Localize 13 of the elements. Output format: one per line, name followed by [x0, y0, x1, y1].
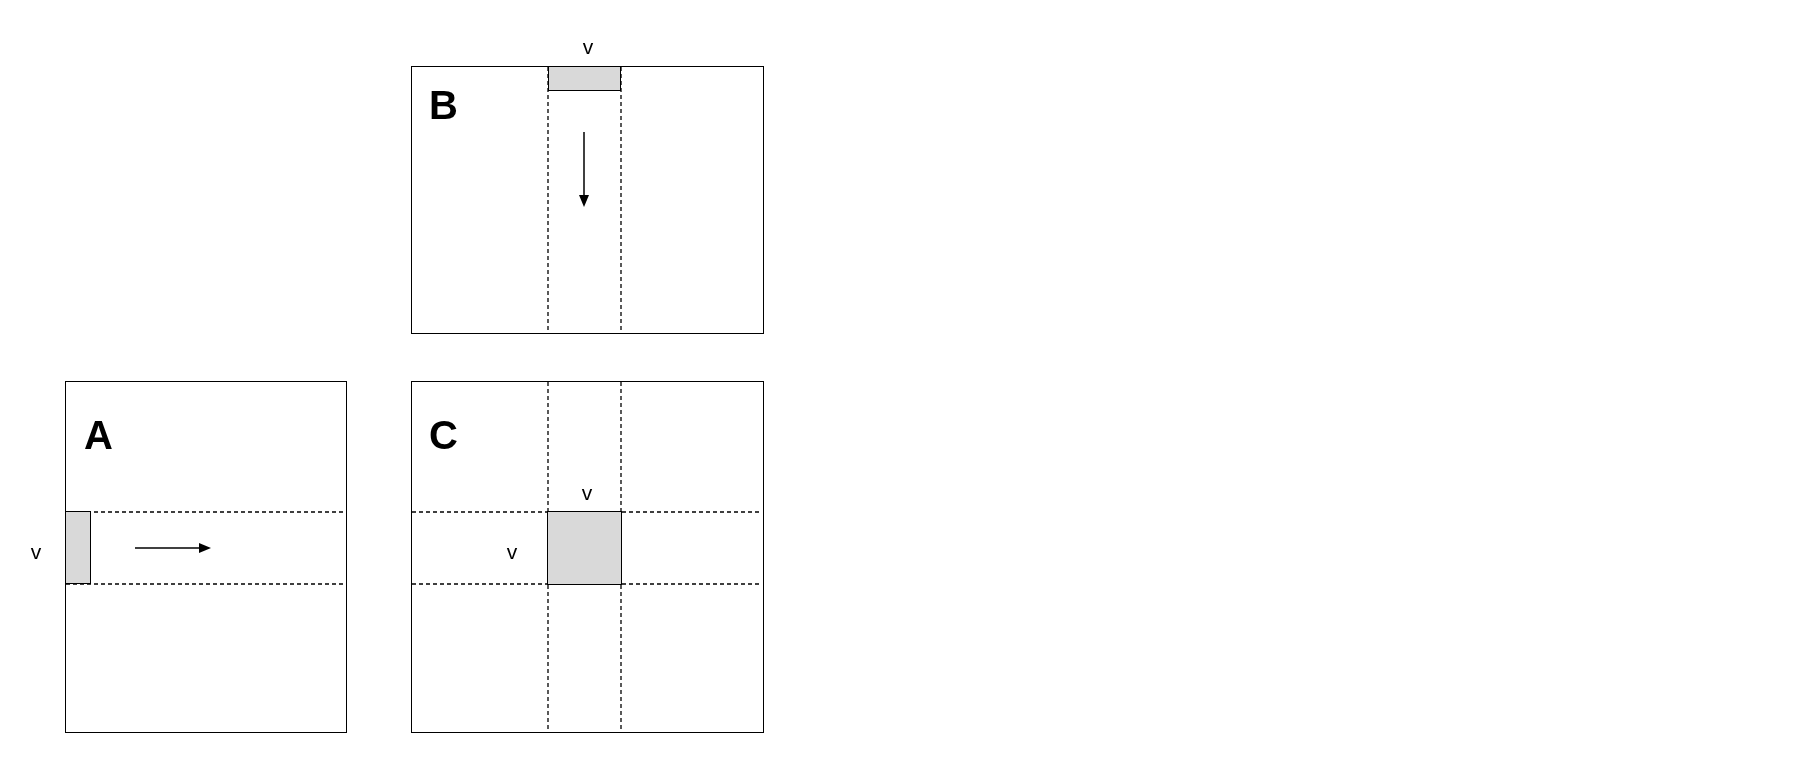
shaded-block [548, 65, 621, 91]
vector-label: v [506, 540, 518, 562]
matrix-label: C [429, 415, 458, 455]
matrix-label: A [84, 415, 113, 455]
shaded-block [547, 511, 622, 585]
shaded-block [64, 511, 91, 584]
vector-label: v [581, 481, 593, 503]
matrix-label: B [429, 85, 458, 125]
vector-label: v [582, 35, 594, 57]
matrix-box [411, 66, 764, 334]
matrix-box [411, 381, 764, 733]
vector-label: v [30, 540, 42, 562]
matrix-box [65, 381, 347, 733]
